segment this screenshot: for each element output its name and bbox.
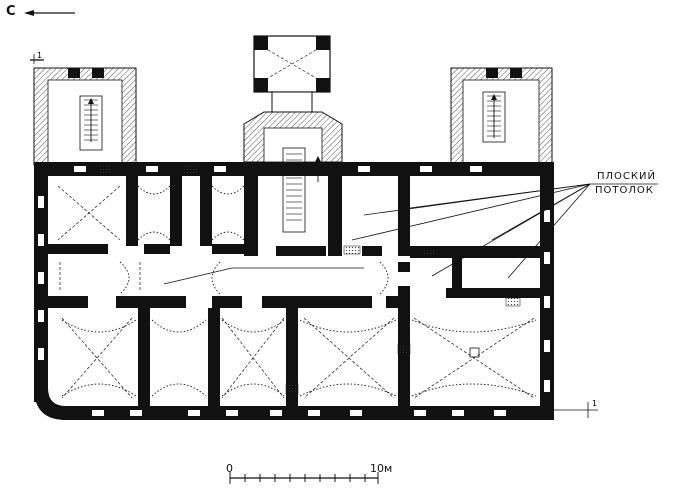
right-stair-wing [450, 67, 553, 166]
section-label-left: 1 [37, 51, 42, 60]
hatched-piers [97, 165, 521, 395]
flat-ceiling-label-line2: ПОТОЛОК [595, 185, 654, 196]
scale-start-label: 0 [226, 462, 233, 475]
main-building-walls [34, 162, 554, 420]
arch-lines [61, 185, 537, 397]
scale-end-label: 10м [370, 462, 393, 475]
central-tower [243, 35, 343, 233]
flat-ceiling-label-line1: ПЛОСКИЙ [597, 171, 656, 182]
scale-bar [229, 472, 379, 484]
left-stair-wing [30, 54, 137, 166]
section-marker-right [554, 402, 598, 418]
flat-ceiling-leaders [163, 183, 658, 285]
interior-walls [48, 176, 540, 406]
north-letter: С [6, 4, 16, 19]
north-arrow-icon [24, 10, 75, 16]
section-label-right: 1 [592, 399, 597, 408]
vault-lines [57, 185, 535, 399]
